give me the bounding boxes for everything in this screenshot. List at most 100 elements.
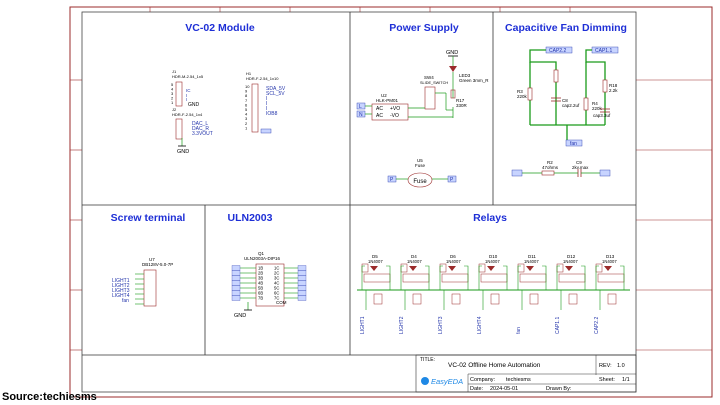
relay-diode-ref: D10: [489, 254, 498, 259]
relay-diode-part: 1N4007: [368, 259, 383, 264]
relay-diode-ref: D4: [411, 254, 417, 259]
screw-wires: [135, 273, 144, 305]
rev-label: REV:: [599, 363, 612, 369]
r17-val: 330R: [456, 103, 468, 108]
relay-body: [597, 273, 625, 283]
relay-body: [558, 273, 586, 283]
title-uln: ULN2003: [228, 212, 273, 224]
relay-output-net: LIGHT3: [438, 316, 444, 334]
relay-diode-ref: D11: [528, 254, 536, 259]
led-symbol: [449, 66, 457, 72]
company-label: Company:: [470, 377, 496, 383]
q1-ic: [255, 263, 285, 307]
relay-output-net: LIGHT1: [360, 316, 366, 334]
cap11-net: CAP1.1: [595, 48, 612, 54]
relay-wire: [503, 265, 508, 290]
j1-pin-number: 5: [171, 82, 174, 87]
uln-in-flag: [231, 285, 241, 291]
c7-capacitor: [600, 108, 610, 113]
r18-val: 2.2k: [609, 88, 618, 93]
h1-pin-number: 9: [245, 89, 248, 94]
h1-pin-number: 5: [245, 107, 248, 112]
title-vc02: VC-02 Module: [185, 22, 255, 34]
relay-body: [363, 273, 391, 283]
outer-frame: [69, 6, 713, 398]
r18-ref: R18: [609, 83, 618, 88]
date-value: 2024-05-01: [490, 386, 518, 392]
relay-body: [441, 273, 469, 283]
j2-connector: [175, 118, 183, 140]
uln-in-flag: [231, 270, 241, 276]
uln-out-pin: 6C: [274, 291, 279, 296]
relay-contact: [529, 293, 539, 305]
date-label: Date:: [470, 386, 484, 392]
uln-out-flag: [297, 265, 307, 271]
h1-net-flag: [260, 128, 272, 134]
u7-ref: U7: [149, 257, 155, 262]
h1-part: HDR-F-2.54_1x10: [246, 76, 279, 81]
title-value: VC-02 Offline Home Automation: [448, 362, 541, 369]
diode-symbol: [448, 266, 456, 271]
c8-val: cap2.2uf: [562, 103, 580, 108]
led-part: Green 3mm_R: [459, 78, 489, 83]
sw4-switch: [424, 86, 436, 110]
relay-wire: [439, 265, 443, 290]
led-ref: LED3: [459, 73, 471, 78]
relay-output-net: LIGHT2: [399, 316, 405, 334]
fan-section: CAP2.2 CAP1.1 R3 220k C8 cap2.2uf R18 2.…: [511, 46, 618, 177]
r2-ref: R2: [547, 160, 553, 165]
h1-ref: H1: [246, 71, 252, 76]
relay-body: [480, 273, 508, 283]
h1-pin-number: 1: [245, 125, 248, 130]
relay-contact: [607, 293, 617, 305]
uln-out-flag: [297, 280, 307, 286]
diode-symbol: [604, 266, 612, 271]
h1-connector: [251, 83, 259, 133]
relay-diode-part: 1N4007: [407, 259, 422, 264]
relay-diode-part: 1N4007: [524, 259, 539, 264]
c8-ref: C8: [562, 98, 568, 103]
title-screw: Screw terminal: [111, 212, 186, 224]
relay-wire: [386, 265, 391, 290]
u2-module: [371, 103, 409, 121]
uln-section: Q1 ULN2003A-DIP16 1B2B3B4B5B6B7B1C2C3C4C…: [231, 251, 307, 319]
uln-out-flag: [297, 275, 307, 281]
relay-wire: [425, 265, 430, 290]
uln-out-flag: [297, 290, 307, 296]
uln-out-pin: 3C: [274, 276, 279, 281]
uln-in-pin: 5B: [258, 286, 263, 291]
j2-net: 3.3VOUT: [192, 131, 213, 137]
r2-val: 47ohms: [542, 165, 559, 170]
r17-ref: R17: [456, 98, 465, 103]
relay-wire: [478, 265, 482, 290]
uln-in-pin: 2B: [258, 271, 263, 276]
j1-net: I: [186, 93, 187, 98]
c9-capacitor: [577, 169, 582, 177]
screw-net: LIGHT2: [112, 283, 130, 289]
relay-contact: [373, 293, 383, 305]
relay-diode-part: 1N4007: [602, 259, 617, 264]
snubber-out-flag: [599, 169, 611, 177]
uln-in-flag: [231, 280, 241, 286]
drawn-label: Drawn By:: [546, 386, 572, 392]
u7-part: DB128V-5.0-7P: [142, 262, 173, 267]
relay-diode-ref: D5: [372, 254, 378, 259]
relay-diode-part: 1N4007: [485, 259, 500, 264]
u2-vo-pos: +VO: [390, 106, 400, 112]
c8-capacitor: [551, 97, 561, 102]
relay-body: [402, 273, 430, 283]
relay-body: [519, 273, 547, 283]
u5-part: Fuse: [415, 163, 426, 168]
q1-ref: Q1: [258, 251, 265, 256]
u2-ac1: AC: [376, 106, 383, 112]
fuse-in: P: [390, 177, 394, 183]
h1-pin-number: 8: [245, 93, 248, 98]
j1-gnd: GND: [188, 102, 200, 108]
sw4-part: SLIDE_SWITCH: [420, 81, 448, 85]
brand-label: EasyEDA: [431, 377, 463, 386]
relay-coil-resistor: [361, 263, 369, 273]
uln-out-flag: [297, 295, 307, 301]
